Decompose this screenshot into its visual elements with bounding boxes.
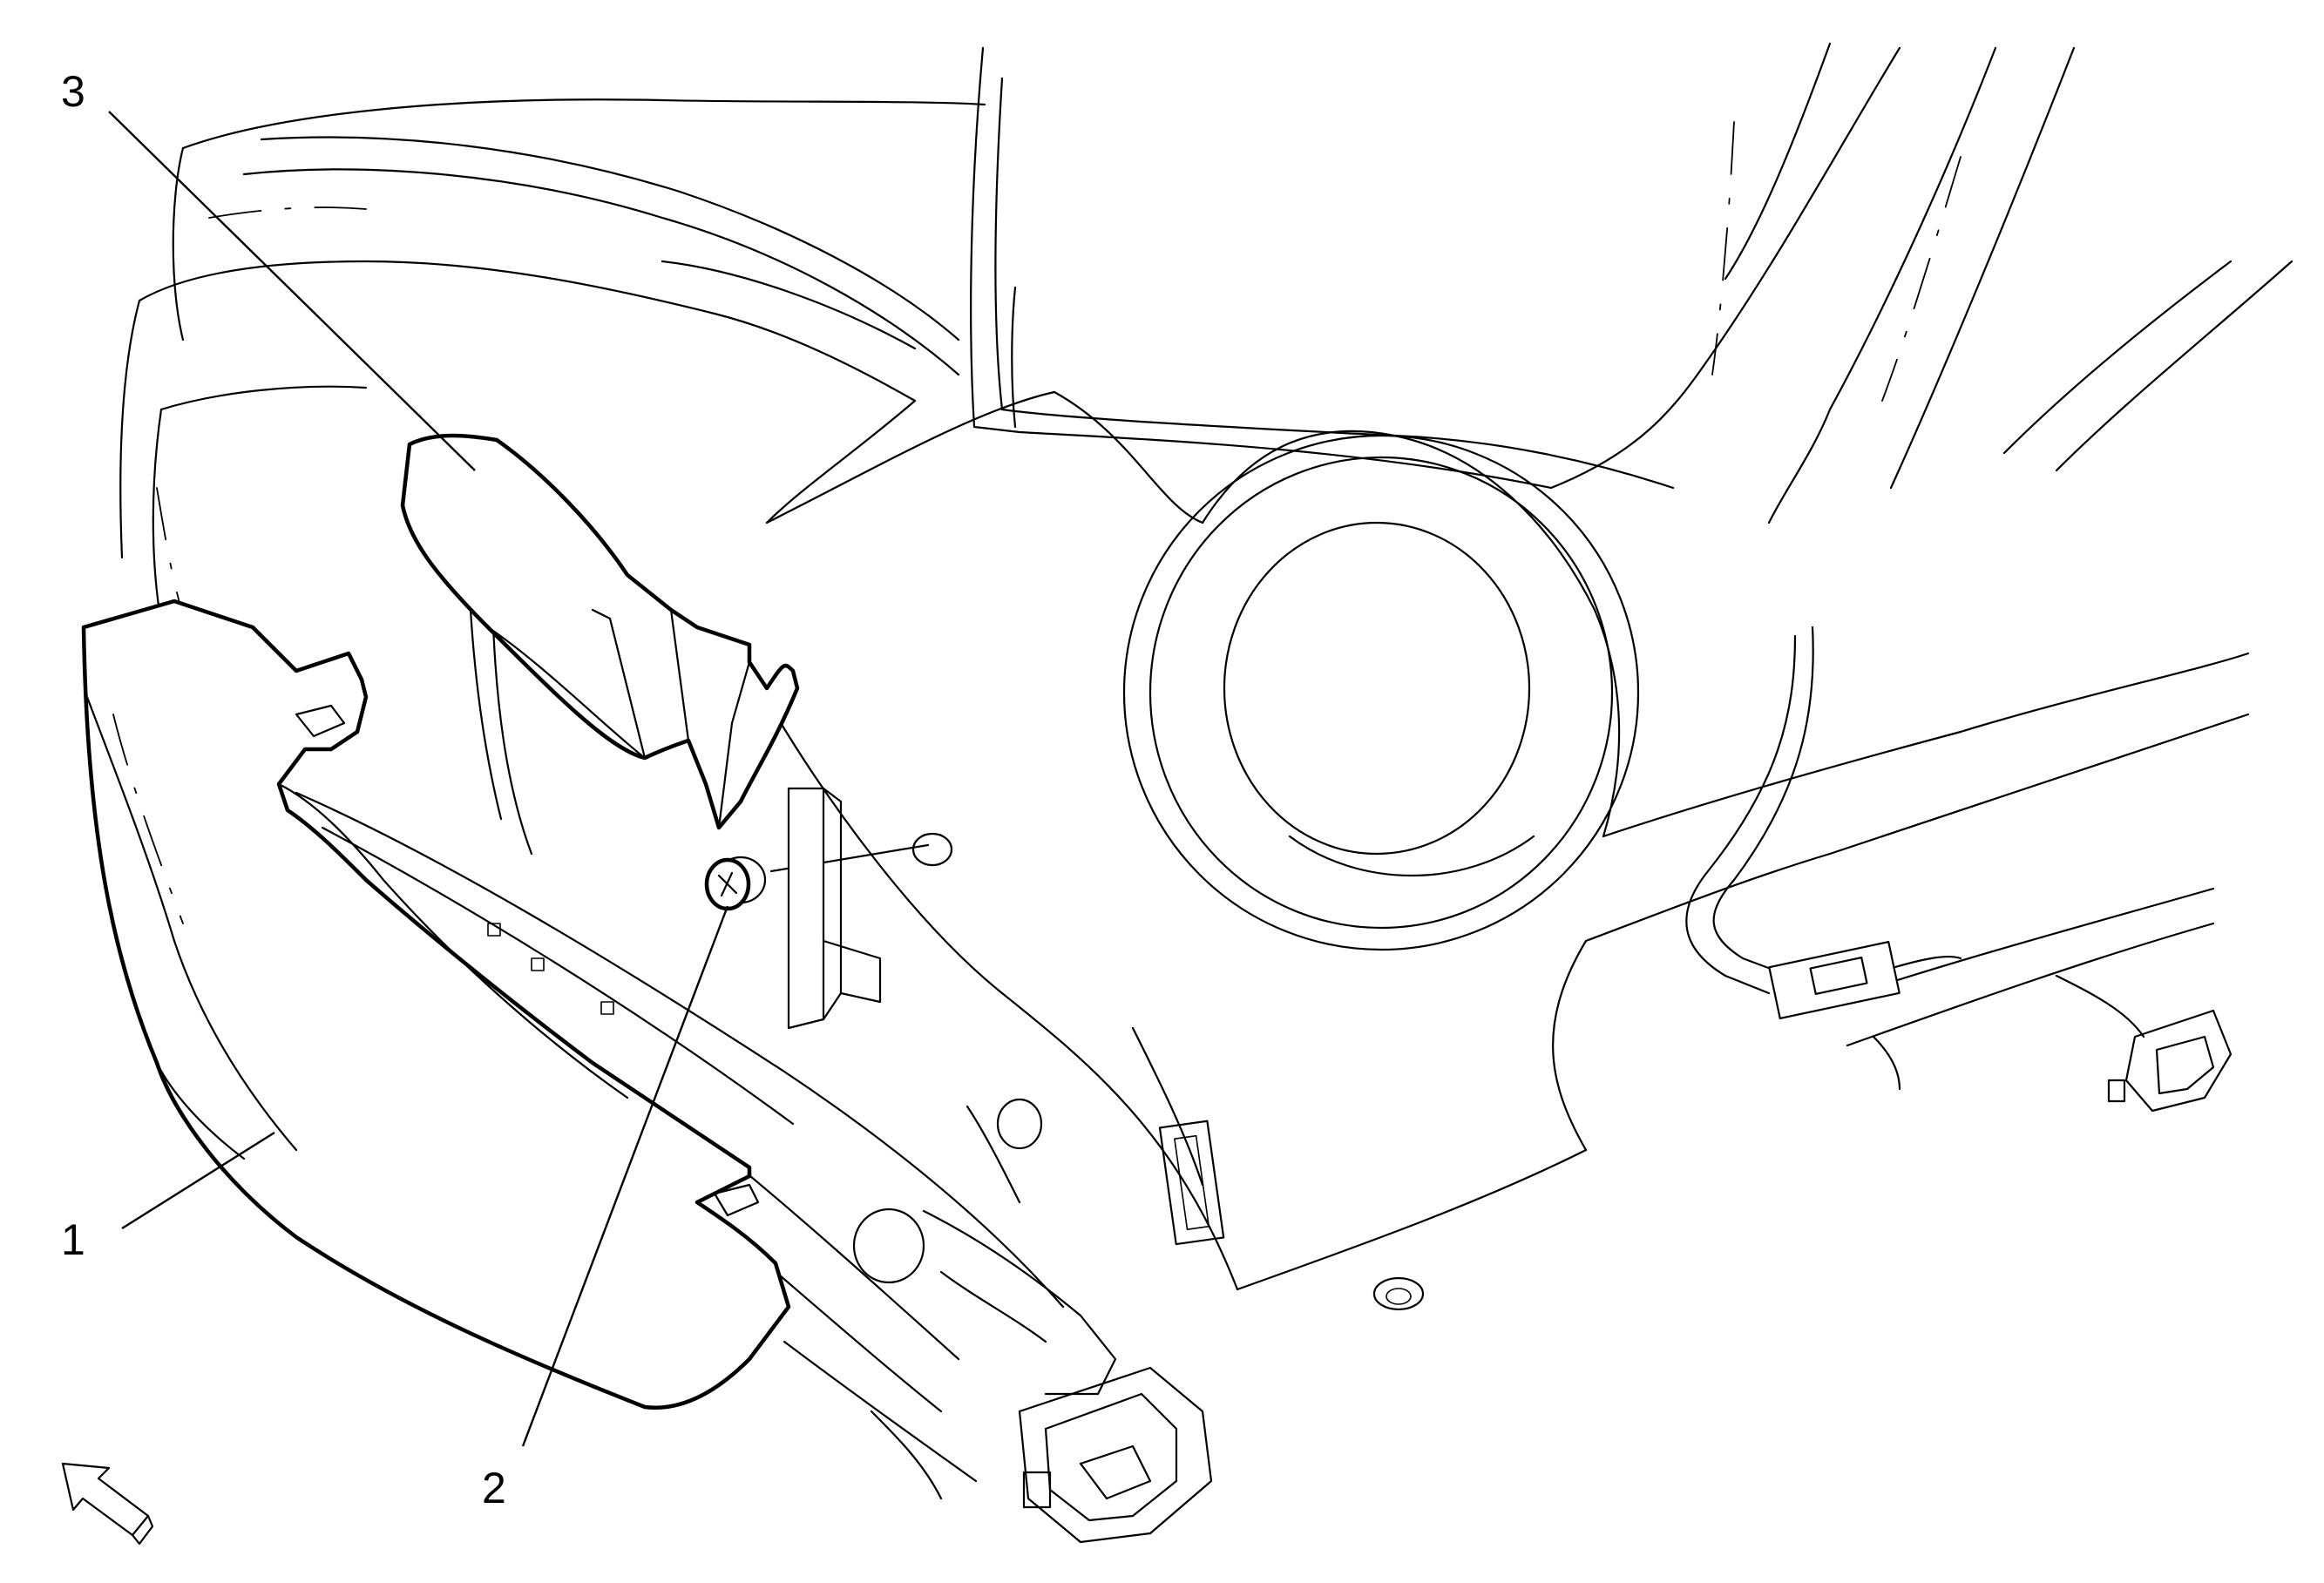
callout-1-leader — [121, 1131, 275, 1230]
seat-cushion — [119, 98, 986, 856]
callout-2-label: 2 — [482, 1464, 506, 1512]
seat-back — [970, 42, 2294, 524]
callout-3-leader — [108, 111, 476, 471]
retainer-clip — [704, 787, 953, 1030]
view-direction-arrow-icon — [61, 1462, 154, 1546]
callout-3-label: 3 — [61, 67, 85, 116]
trim-panel — [81, 599, 791, 1410]
seat-track — [295, 791, 2233, 1544]
callout-leaders — [108, 111, 729, 1447]
callout-2-leader — [521, 905, 729, 1447]
seat-side-shield — [765, 390, 2250, 1311]
adjuster-handle — [400, 433, 800, 830]
callout-1-label: 1 — [61, 1215, 85, 1264]
wiring-harness — [1685, 626, 1962, 1019]
